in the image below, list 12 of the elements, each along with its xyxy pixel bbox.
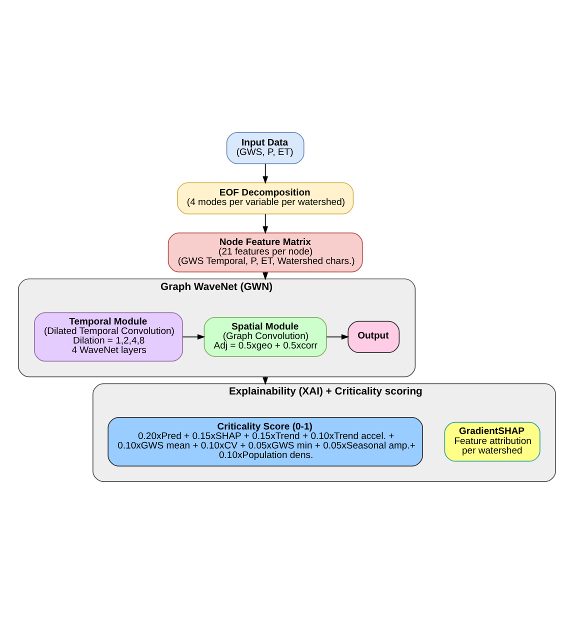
arrow [326, 334, 350, 340]
arrow [262, 163, 268, 184]
node-box: Output [348, 320, 400, 353]
node-box: GradientSHAP Feature attribution per watershed [444, 422, 540, 462]
node-box: Temporal Module (Dilated Temporal Convolution) Dilation = 1,2,4,8 4 WaveNet layers [34, 312, 184, 362]
node-box: Criticality Score (0-1) 0.20xPred + 0.15xSHAP + 0.15xTrend + 0.10xTrend accel. + 0.10xGWS mean + 0.10xCV + 0.05xGWS min + 0.05xSeasonal amp.+ 0.10xPopulation dens. [108, 417, 424, 466]
arrow [262, 272, 268, 280]
arrow [182, 334, 206, 340]
arrow [262, 214, 268, 234]
node-box: Spatial Module (Graph Convolution) Adj = 0.5xgeo + 0.5xcorr [204, 317, 327, 357]
node-box: Input Data (GWS, P, ET) [226, 132, 304, 164]
node-box: EOF Decomposition (4 modes per variable per watershed) [176, 182, 354, 214]
